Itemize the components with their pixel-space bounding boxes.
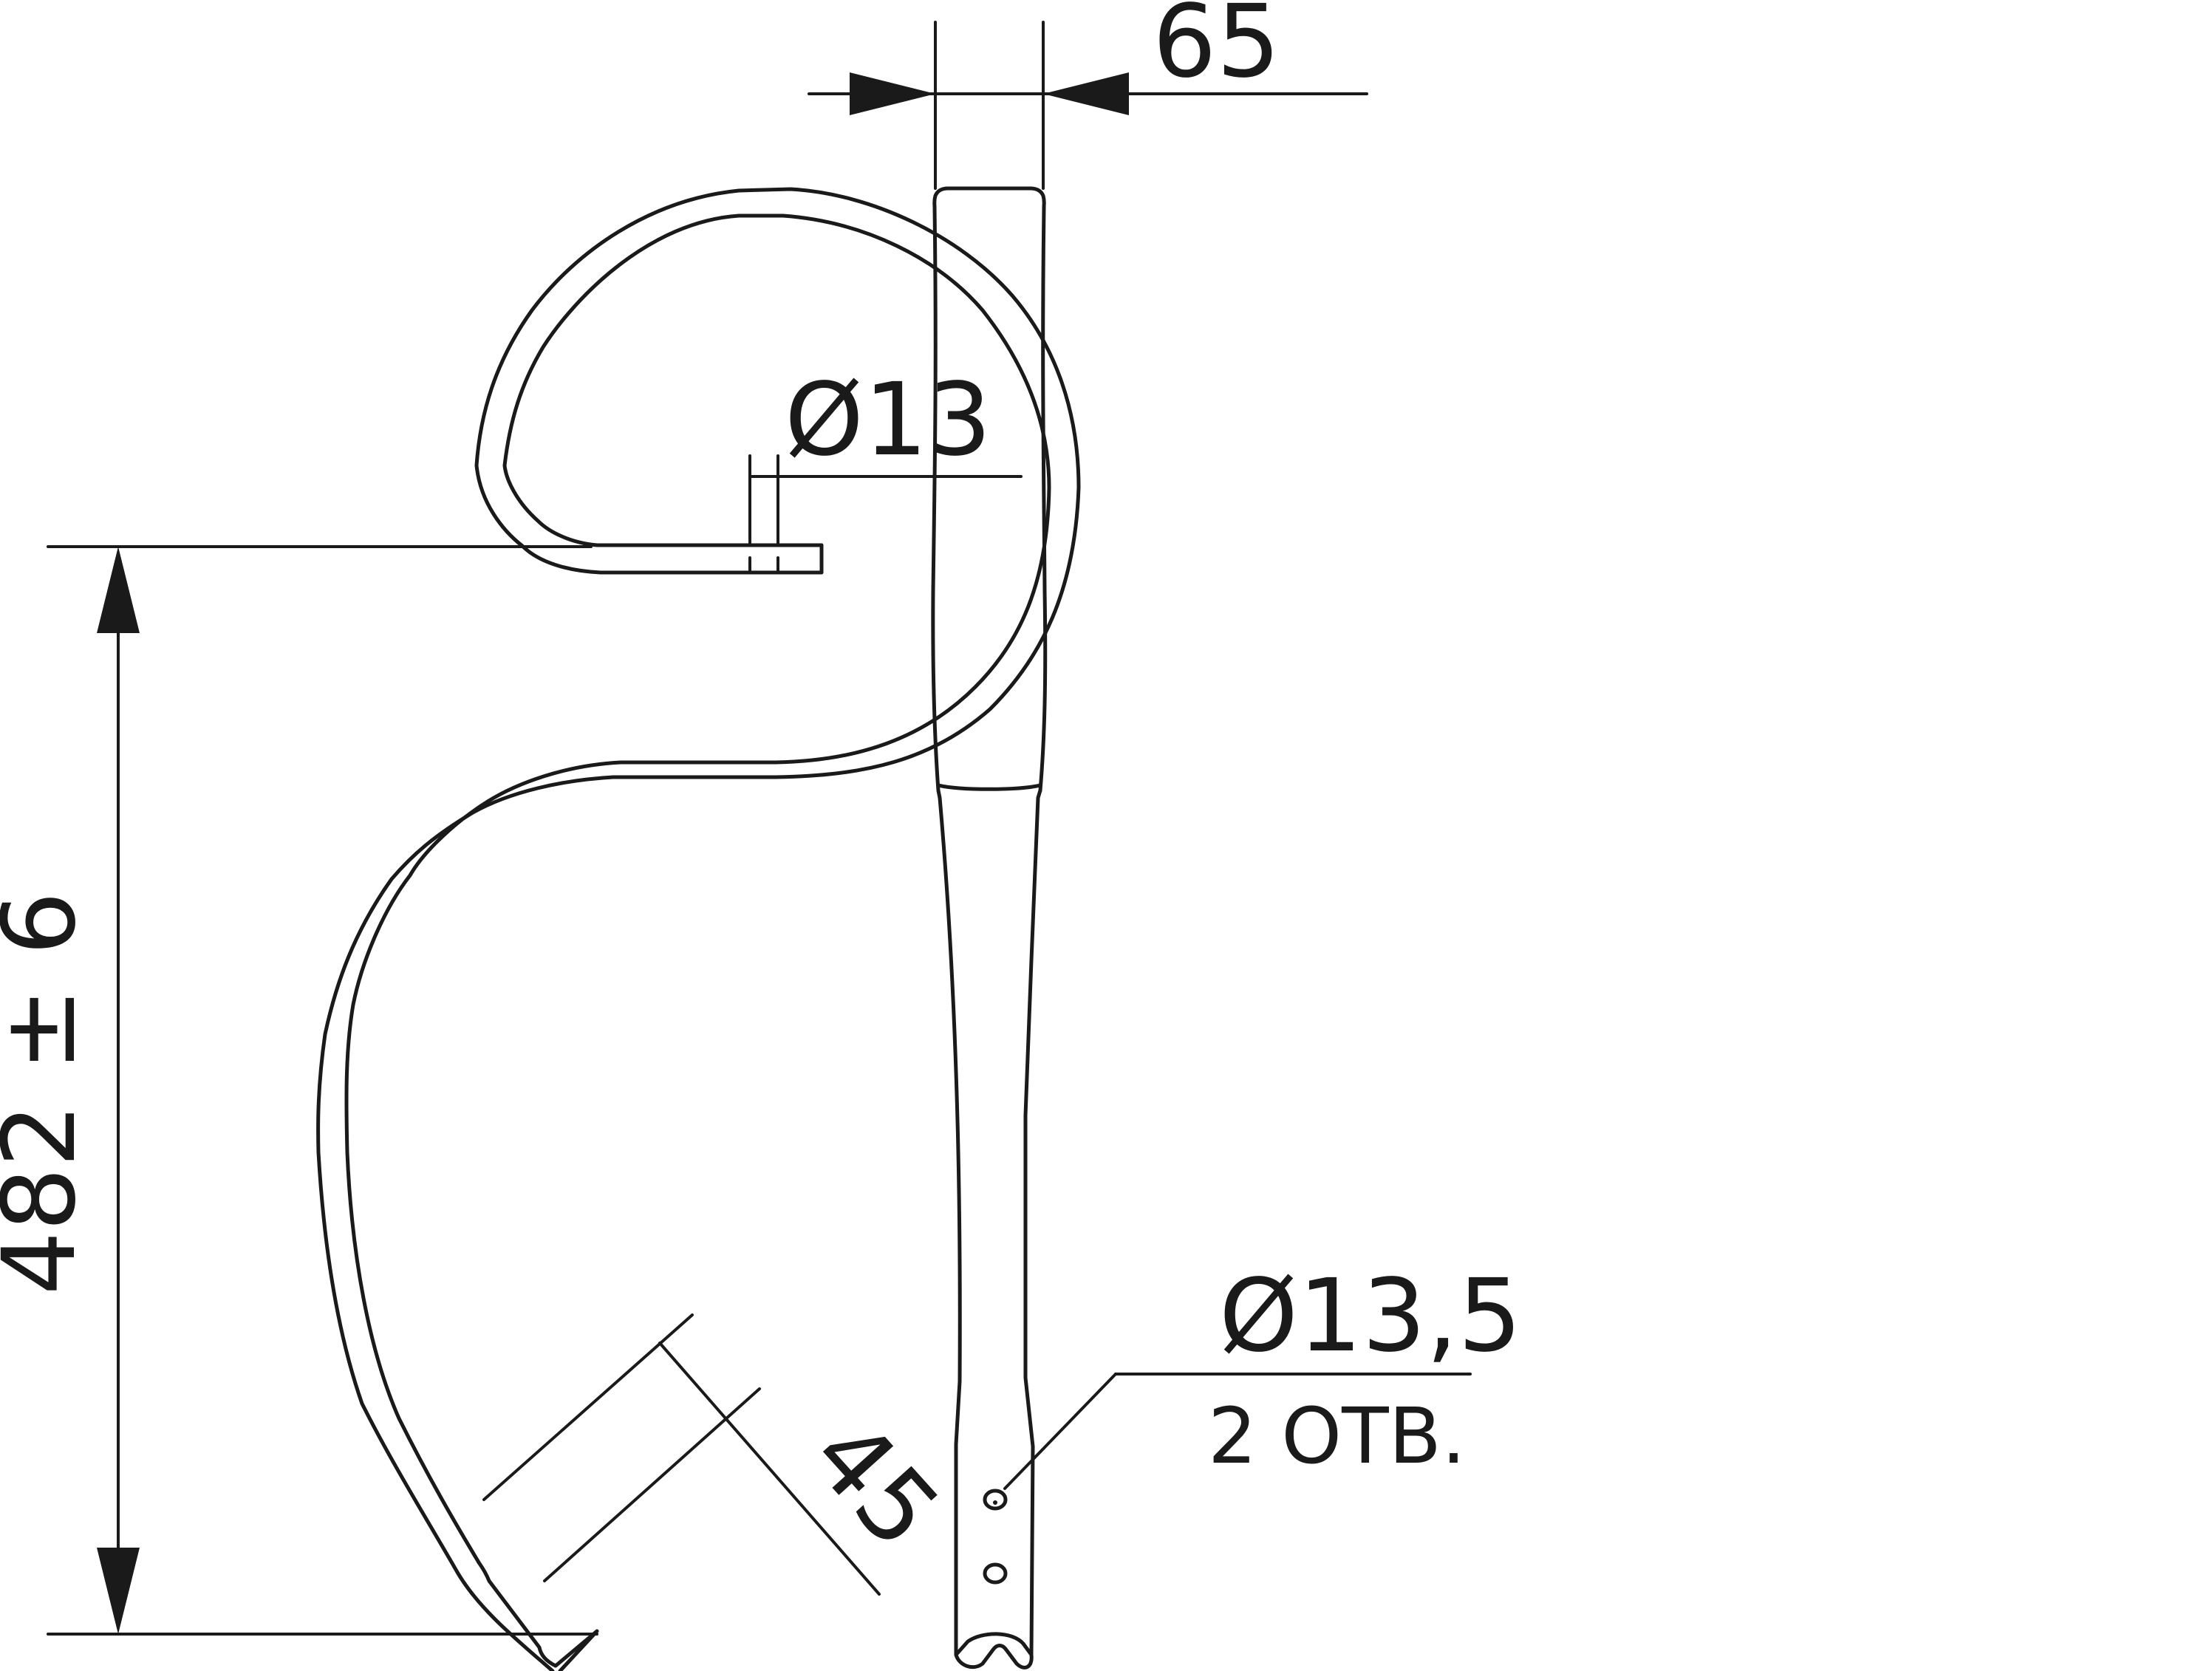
- hole-marker-d13: Ø13: [748, 362, 1023, 574]
- tine-outer-contour: [316, 187, 1081, 1671]
- mount-hole-count-label: 2 ОТВ.: [1208, 1391, 1466, 1481]
- tine-inner-contour: [344, 213, 1051, 1565]
- tine-tip: [477, 1560, 599, 1671]
- height-dimension: 482 ± 6: [0, 545, 598, 1636]
- tine-front-transition: [936, 783, 1042, 791]
- tine-front-lower: [936, 788, 962, 1657]
- width-arrow-right: [1043, 72, 1129, 115]
- tine-front-lower-right: [1023, 788, 1042, 1657]
- height-arrow-bottom: [97, 1548, 140, 1634]
- tine-front-upper-left: [931, 186, 950, 793]
- angle-dimension-45: 45: [482, 1313, 961, 1596]
- width-arrow-left: [850, 72, 935, 115]
- mount-hole-lower: [983, 1562, 1008, 1585]
- width-label: 65: [1153, 0, 1280, 100]
- height-arrow-top: [97, 547, 140, 633]
- tine-side-view: [316, 187, 1081, 1671]
- height-label: 482 ± 6: [0, 892, 98, 1296]
- mount-hole-diameter-label: Ø13,5: [1219, 1258, 1522, 1375]
- mount-hole-leader: Ø13,5 2 ОТВ.: [1003, 1258, 1522, 1490]
- mount-hole-upper: [983, 1489, 1008, 1511]
- width-dimension: 65: [808, 0, 1368, 190]
- angle-label: 45: [789, 1398, 961, 1571]
- tine-front-view: [931, 186, 1048, 1670]
- tine-front-upper: [946, 186, 1048, 793]
- tine-front-tip: [954, 1632, 1034, 1670]
- hole-diameter-label: Ø13: [785, 362, 991, 479]
